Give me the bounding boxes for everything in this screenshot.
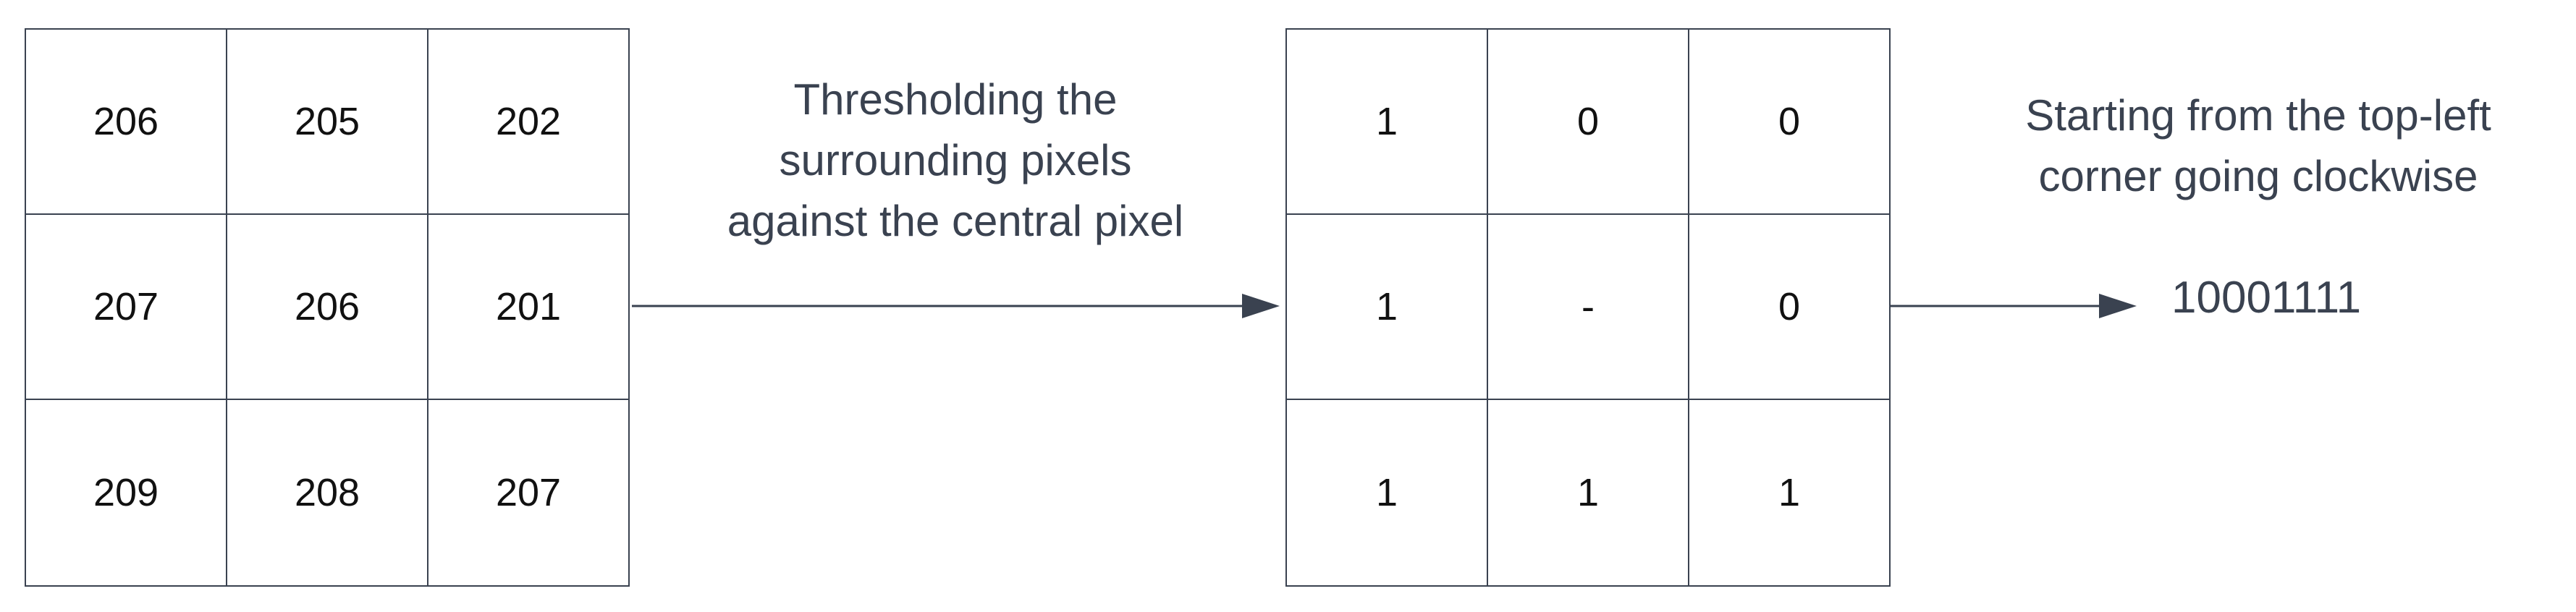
pixel-cell: 202 (428, 30, 630, 215)
binary-cell: 1 (1287, 215, 1488, 400)
pixel-cell: 201 (428, 215, 630, 400)
result-arrow (1889, 294, 2137, 318)
threshold-line-1: Thresholding the (793, 75, 1118, 124)
order-line-2: corner going clockwise (2038, 152, 2478, 200)
binary-cell: 1 (1287, 400, 1488, 587)
center-binary-cell: - (1488, 215, 1689, 400)
pixel-cell: 207 (428, 400, 630, 587)
threshold-description: Thresholding the surrounding pixels agai… (651, 69, 1259, 252)
center-pixel-cell: 206 (227, 215, 428, 400)
binary-cell: 0 (1488, 30, 1689, 215)
pixel-cell: 209 (26, 400, 227, 587)
binary-cell: 0 (1689, 215, 1891, 400)
pixel-cell: 206 (26, 30, 227, 215)
pixel-cell: 205 (227, 30, 428, 215)
binary-cell: 1 (1287, 30, 1488, 215)
threshold-line-2: surrounding pixels (779, 136, 1132, 184)
pixel-cell: 207 (26, 215, 227, 400)
binary-grid: 1 0 0 1 - 0 1 1 1 (1285, 28, 1891, 587)
pixel-cell: 208 (227, 400, 428, 587)
input-pixel-grid: 206 205 202 207 206 201 209 208 207 (25, 28, 630, 587)
binary-cell: 0 (1689, 30, 1891, 215)
reading-order-description: Starting from the top-left corner going … (1954, 85, 2562, 207)
threshold-line-3: against the central pixel (727, 197, 1184, 245)
order-line-1: Starting from the top-left (2025, 91, 2491, 140)
threshold-arrow (632, 294, 1280, 318)
binary-cell: 1 (1488, 400, 1689, 587)
binary-cell: 1 (1689, 400, 1891, 587)
binary-result: 10001111 (2171, 273, 2362, 323)
